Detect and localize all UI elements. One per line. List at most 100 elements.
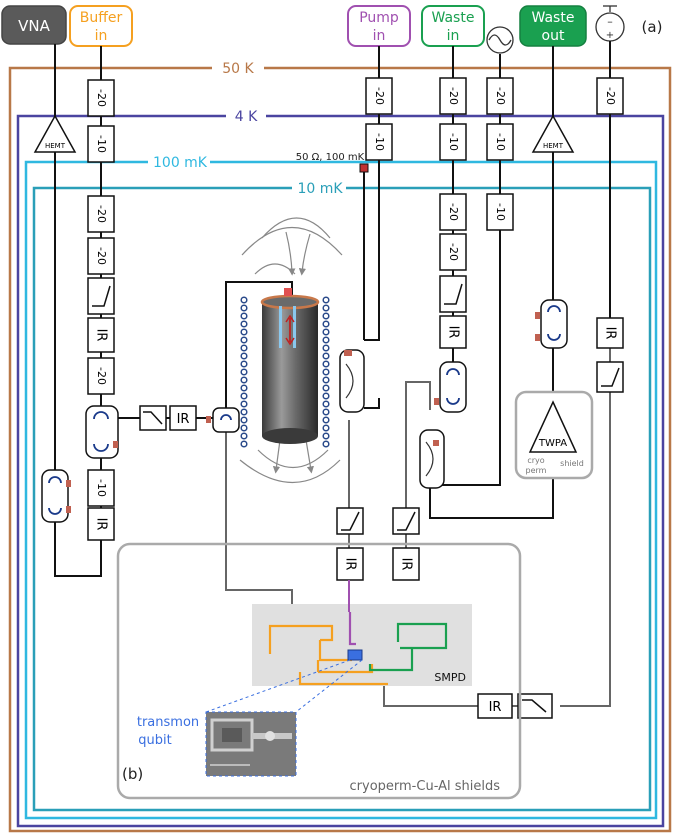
svg-text:IR: IR — [177, 412, 190, 427]
svg-text:-20: -20 — [494, 87, 507, 105]
attenuator-waste-in-1: -20 — [439, 77, 467, 115]
ir-filter-flux: IR — [477, 693, 513, 719]
hemt-amplifier-waste-out: HEMT — [531, 114, 575, 153]
panel-label-a: (a) — [642, 18, 663, 36]
svg-text:IR: IR — [603, 327, 618, 340]
attenuator-buffer-2: -10 — [87, 125, 115, 163]
circulator-waste-in — [434, 361, 467, 413]
pump-in-label-1: Pump — [359, 10, 399, 26]
waste-out-label-1: Waste — [532, 10, 575, 26]
svg-text:HEMT: HEMT — [543, 142, 564, 150]
stage-4k-label: 4 K — [235, 109, 258, 125]
coil-left — [240, 296, 248, 448]
ir-filter-waste: IR — [392, 547, 420, 581]
attenuator-buffer-3: -20 — [87, 195, 115, 233]
svg-text:-20: -20 — [95, 367, 108, 385]
pump-in-port: Pump in — [347, 5, 411, 47]
field-lines — [239, 217, 343, 484]
attenuator-waste-in-2: -10 — [439, 123, 467, 161]
vna-port: VNA — [1, 5, 67, 45]
svg-text:-10: -10 — [494, 203, 507, 221]
svg-text:-10: -10 — [494, 133, 507, 151]
chip-resonators — [268, 612, 448, 686]
svg-text:–: – — [607, 15, 613, 28]
svg-text:IR: IR — [94, 518, 109, 531]
waste-in-label-2: in — [447, 28, 460, 44]
waste-out-port: Waste out — [519, 5, 587, 47]
svg-text:-10: -10 — [95, 135, 108, 153]
waste-in-port: Waste in — [421, 5, 485, 47]
ir-filter-cavity: IR — [169, 405, 197, 431]
termination-label: 50 Ω, 100 mK — [296, 152, 365, 163]
buffer-in-label-2: in — [95, 28, 108, 44]
svg-text:HEMT: HEMT — [45, 142, 66, 150]
cryoperm-shield-box — [116, 542, 522, 800]
attenuator-pump-1: -20 — [365, 77, 393, 115]
lowpass-filter-cavity — [139, 405, 167, 431]
waste-in-label-1: Waste — [432, 10, 475, 26]
svg-text:-20: -20 — [447, 243, 460, 261]
lowpass-filter-waste — [392, 507, 420, 535]
buffer-in-port: Buffer in — [69, 5, 133, 47]
svg-text:-20: -20 — [447, 203, 460, 221]
attenuator-waste-in-3: -20 — [439, 193, 467, 231]
svg-text:IR: IR — [343, 558, 358, 571]
svg-text:IR: IR — [94, 329, 109, 342]
pump-in-label-2: in — [373, 28, 386, 44]
attenuator-signal-2: -10 — [486, 123, 514, 161]
shields-label: cryoperm-Cu-Al shields — [350, 779, 501, 794]
stage-100mk-frame — [24, 160, 658, 820]
svg-text:IR: IR — [489, 700, 502, 715]
ir-filter-pump: IR — [336, 547, 364, 581]
signal-source-icon — [486, 26, 514, 54]
smpd-label: SMPD — [434, 671, 466, 684]
svg-text:-20: -20 — [95, 247, 108, 265]
stage-50k-frame — [8, 66, 672, 833]
svg-text:IR: IR — [446, 326, 461, 339]
svg-text:-10: -10 — [95, 479, 108, 497]
ir-filter-waste-in: IR — [439, 315, 467, 349]
svg-text:shield: shield — [560, 459, 584, 468]
vna-label: VNA — [18, 17, 50, 35]
ir-filter-dc: IR — [596, 317, 624, 349]
coil-right — [322, 296, 330, 448]
circulator-waste-out — [535, 299, 568, 349]
svg-text:perm: perm — [526, 466, 547, 475]
panel-label-b: (b) — [122, 765, 143, 783]
twpa-shield-box: TWPA cryo perm shield — [514, 390, 594, 480]
attenuator-buffer-6: -10 — [87, 469, 115, 507]
attenuator-signal-3: -10 — [486, 193, 514, 231]
svg-text:-20: -20 — [95, 205, 108, 223]
attenuator-buffer-4: -20 — [87, 237, 115, 275]
attenuator-waste-in-4: -20 — [439, 233, 467, 271]
attenuator-signal-1: -20 — [486, 77, 514, 115]
gray-wiring — [225, 346, 611, 707]
svg-text:-20: -20 — [373, 87, 386, 105]
svg-text:-20: -20 — [447, 87, 460, 105]
twpa-label: TWPA — [538, 438, 567, 449]
lowpass-filter-flux — [517, 693, 553, 719]
coupler-pump — [339, 349, 365, 413]
svg-text:+: + — [606, 30, 614, 41]
ir-filter-buffer-2: IR — [87, 507, 115, 541]
attenuator-buffer-1: -20 — [87, 79, 115, 117]
svg-text:-10: -10 — [373, 133, 386, 151]
hemt-amplifier-vna: HEMT — [33, 114, 77, 153]
attenuator-buffer-5: -20 — [87, 357, 115, 395]
stage-100mk-label: 100 mK — [153, 155, 208, 171]
waste-out-label-2: out — [542, 28, 565, 44]
black-wiring — [54, 41, 611, 577]
circulator-cavity — [206, 407, 240, 433]
lowpass-filter-pump — [336, 507, 364, 535]
coupler-waste — [419, 429, 445, 489]
transmon-sem-image — [205, 711, 297, 777]
ir-filter-buffer-1: IR — [87, 317, 115, 353]
transmon-label-1: transmon — [137, 715, 199, 730]
buffer-in-label-1: Buffer — [80, 10, 123, 26]
circulator-vna — [41, 469, 71, 523]
svg-text:-10: -10 — [447, 133, 460, 151]
zoom-lines — [205, 659, 363, 713]
termination-resistor — [359, 163, 369, 173]
transmon-junction — [347, 649, 363, 661]
